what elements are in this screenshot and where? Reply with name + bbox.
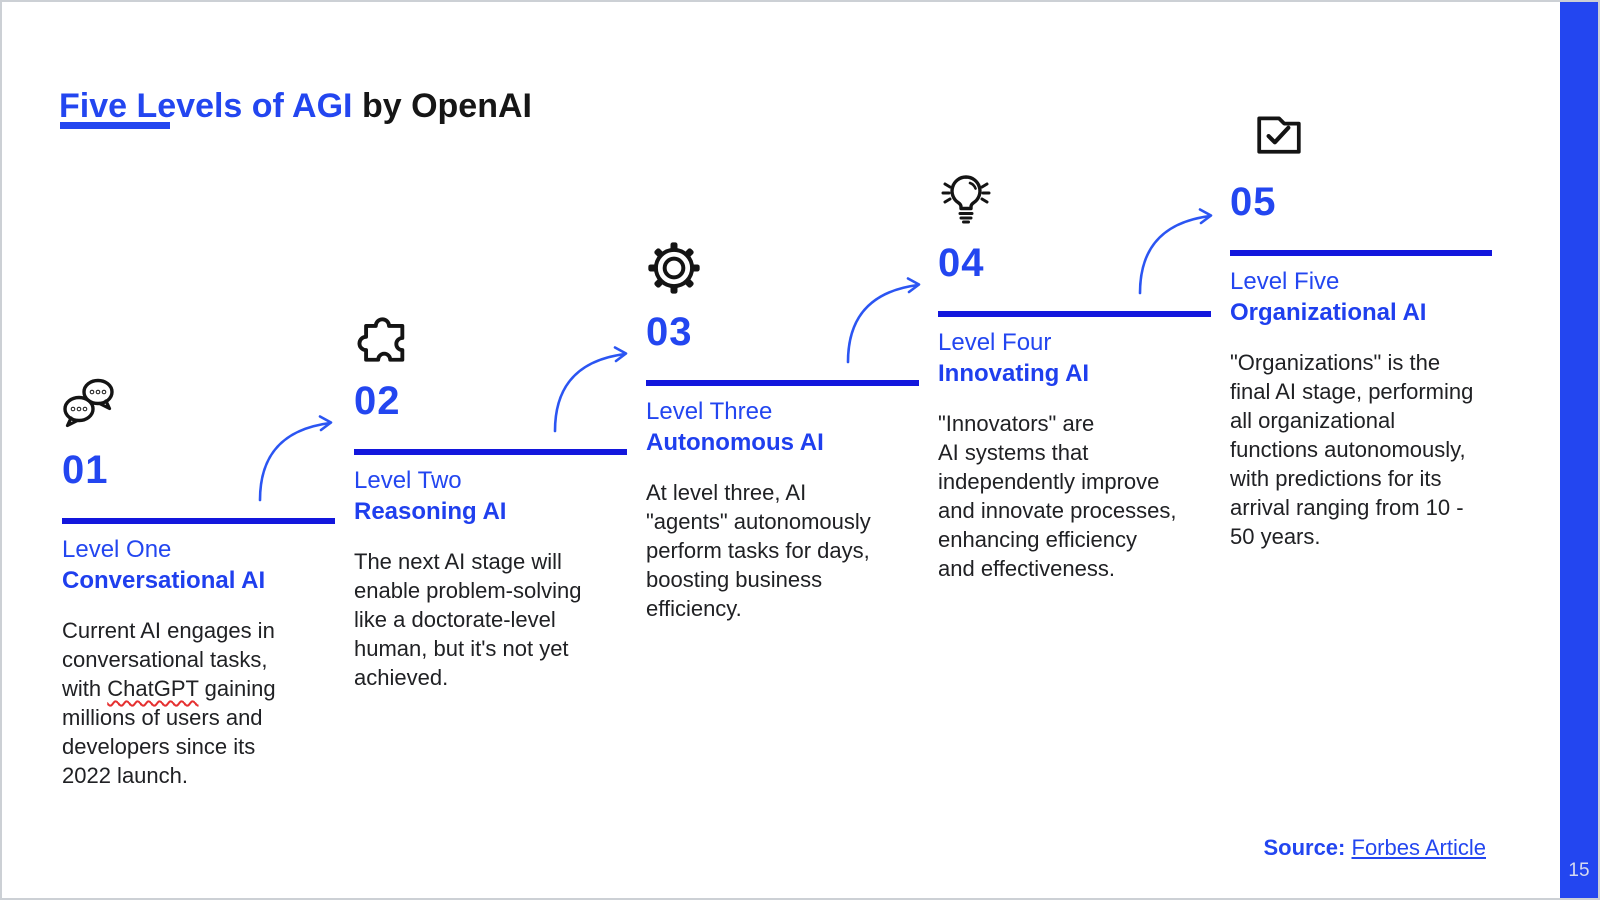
source-link[interactable]: Forbes Article (1351, 835, 1487, 860)
folder-check-icon (1230, 110, 1492, 166)
level-description: Current AI engages in conversational tas… (62, 616, 335, 790)
level-rule (62, 518, 335, 524)
level-label: Level Two (354, 467, 462, 494)
page-title: Five Levels of AGI by OpenAI (59, 87, 532, 126)
level-name: Autonomous AI (646, 429, 824, 456)
page-number-bar: 15 (1560, 2, 1598, 898)
level-rule (354, 449, 627, 455)
level-rule (646, 380, 919, 386)
step-arrow-2-icon (553, 346, 628, 433)
level-name: Innovating AI (938, 360, 1090, 387)
description-text: Current AI engages in conversational tas… (62, 618, 275, 701)
source: Source: Forbes Article (1263, 835, 1486, 861)
level-rule (1230, 250, 1492, 256)
title-highlight: Five Levels of AGI (59, 86, 353, 125)
title-underline (60, 122, 170, 129)
level-rule (938, 311, 1211, 317)
level-label: Level One (62, 536, 172, 563)
level-name: Conversational AI (62, 567, 266, 594)
level-description: "Organizations" is the final AI stage, p… (1230, 350, 1474, 549)
page-number: 15 (1568, 860, 1590, 881)
level-name: Organizational AI (1230, 299, 1427, 326)
level-column-4: 04 Level Four Innovating AI "Innovators"… (938, 171, 1211, 583)
level-name: Reasoning AI (354, 498, 507, 525)
level-number: 01 (62, 448, 109, 492)
chat-bubbles-icon (62, 378, 335, 434)
step-arrow-1-icon (258, 415, 333, 502)
step-arrow-3-icon (846, 277, 921, 364)
level-column-2: 02 Level Two Reasoning AI The next AI st… (354, 309, 627, 692)
level-description: "Innovators" are AI systems that indepen… (938, 411, 1177, 581)
lightbulb-icon (938, 171, 1211, 227)
level-number: 05 (1230, 180, 1277, 224)
level-number: 04 (938, 241, 985, 285)
description-text: gaining millions of users and developers… (62, 676, 276, 788)
level-column-5: 05 Level Five Organizational AI "Organiz… (1230, 102, 1492, 551)
level-column-3: 03 Level Three Autonomous AI At level th… (646, 240, 919, 623)
level-label: Level Five (1230, 268, 1340, 295)
title-rest: by OpenAI (352, 86, 532, 125)
level-label: Level Three (646, 398, 773, 425)
level-column-1: 01 Level One Conversational AI Current A… (62, 378, 335, 790)
gear-icon (646, 240, 919, 296)
source-label: Source: (1263, 835, 1346, 860)
spellcheck-flagged-word: ChatGPT (107, 676, 199, 701)
step-arrow-4-icon (1138, 208, 1213, 295)
puzzle-piece-icon (354, 309, 627, 365)
level-description: At level three, AI "agents" autonomously… (646, 480, 871, 621)
level-number: 03 (646, 310, 693, 354)
level-description: The next AI stage will enable problem-so… (354, 549, 582, 690)
level-label: Level Four (938, 329, 1052, 356)
level-number: 02 (354, 379, 401, 423)
